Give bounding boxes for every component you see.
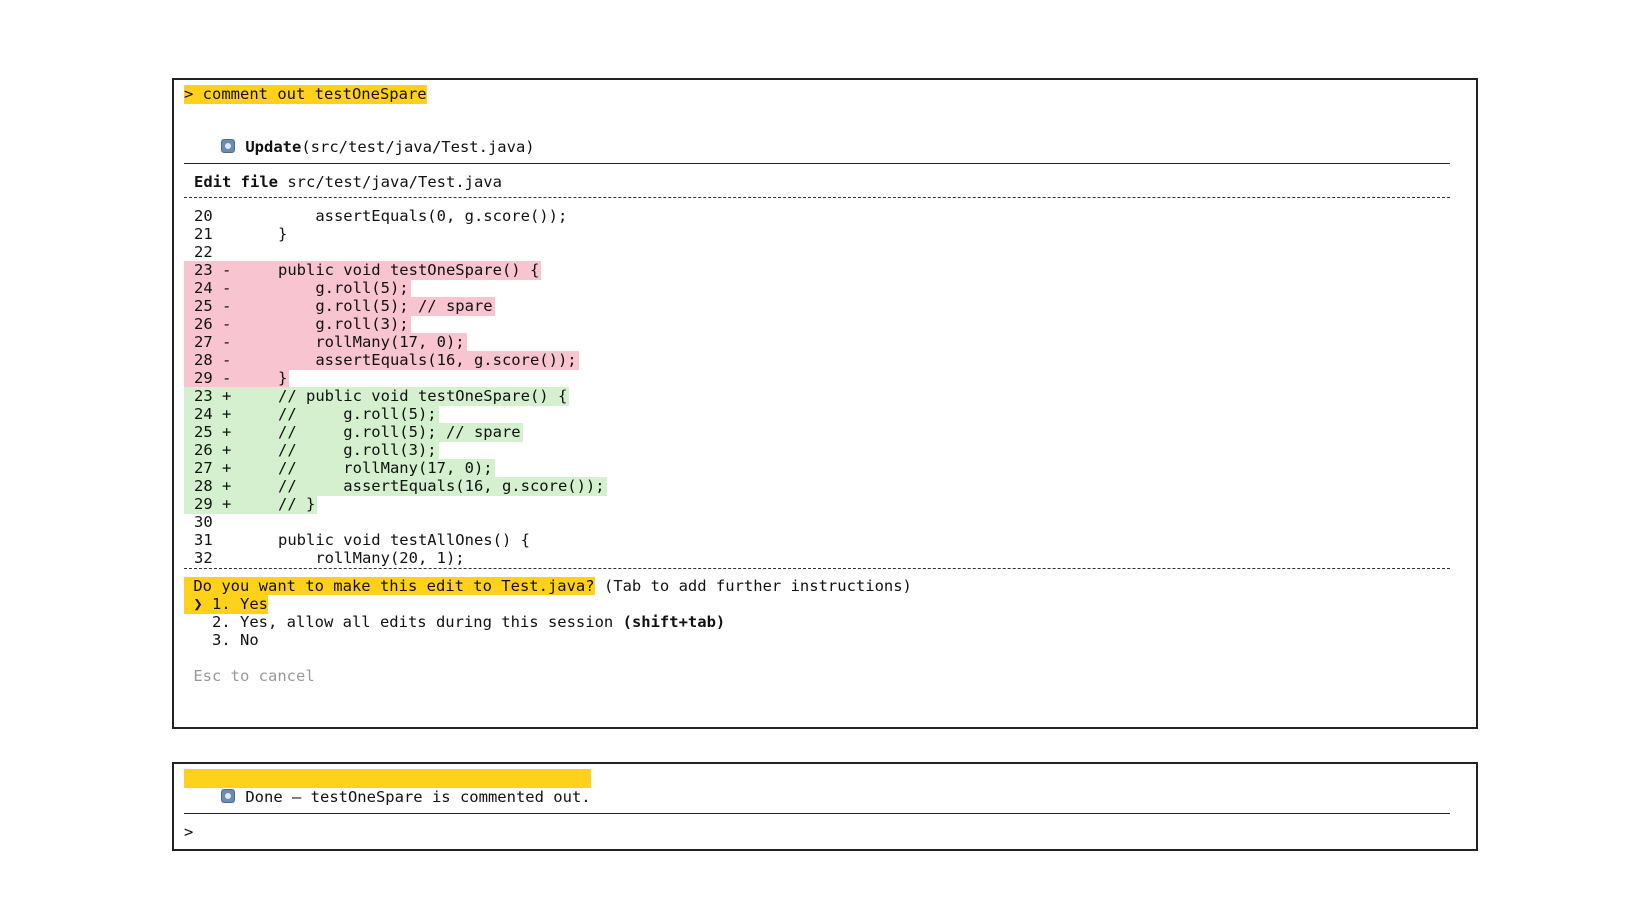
- diff-line-added: 24 + // g.roll(5);: [184, 405, 439, 424]
- option-no[interactable]: 3. No: [184, 631, 259, 649]
- status-square-icon: [221, 789, 236, 803]
- user-prompt: > comment out testOneSpare: [184, 85, 427, 104]
- cancel-hint: Esc to cancel: [184, 667, 315, 685]
- done-line: Done — testOneSpare is commented out.: [184, 769, 591, 806]
- diff-line-context: 20 assertEquals(0, g.score());: [194, 207, 568, 225]
- diff-bottom-divider: [184, 568, 1450, 569]
- tool-name: Update: [245, 138, 302, 156]
- diff-line-removed: 27 - rollMany(17, 0);: [184, 333, 467, 352]
- diff-line-removed: 29 - }: [184, 369, 290, 388]
- diff-line-added: 25 + // g.roll(5); // spare: [184, 423, 523, 442]
- result-panel: Done — testOneSpare is commented out. >: [172, 762, 1478, 851]
- question-text: Do you want to make this edit to Test.ja…: [184, 577, 595, 595]
- diff-line-context: 21 }: [194, 225, 288, 243]
- edit-file-label: Edit file: [194, 173, 278, 191]
- option-yes[interactable]: ❯ 1. Yes: [184, 595, 268, 614]
- input-prompt[interactable]: >: [184, 823, 194, 841]
- diff-top-divider: [184, 197, 1450, 198]
- question-hint: (Tab to add further instructions): [594, 577, 912, 595]
- option-yes-all-shortcut: (shift+tab): [622, 613, 726, 631]
- diff-line-added: 29 + // }: [184, 495, 318, 514]
- diff-line-added: 23 + // public void testOneSpare() {: [184, 387, 570, 406]
- divider: [184, 813, 1450, 814]
- edit-file-header: Edit file src/test/java/Test.java: [184, 173, 502, 192]
- diff-line-removed: 24 - g.roll(5);: [184, 279, 411, 298]
- edit-panel: > comment out testOneSpare Update(src/te…: [172, 78, 1478, 729]
- done-message: Done — testOneSpare is commented out.: [245, 788, 591, 806]
- diff-line-added: 28 + // assertEquals(16, g.score());: [184, 477, 607, 496]
- tool-call-line: Update(src/test/java/Test.java): [184, 119, 535, 156]
- option-yes-all-label: 2. Yes, allow all edits during this sess…: [184, 613, 623, 631]
- status-square-icon: [221, 139, 236, 153]
- diff-line-added: 26 + // g.roll(3);: [184, 441, 439, 460]
- tool-args: (src/test/java/Test.java): [301, 138, 535, 156]
- diff-line-context: 22: [194, 243, 241, 261]
- diff-line-context: 31 public void testAllOnes() {: [194, 531, 530, 549]
- diff-line-removed: 23 - public void testOneSpare() {: [184, 261, 542, 280]
- diff-line-removed: 28 - assertEquals(16, g.score());: [184, 351, 579, 370]
- diff-line-removed: 25 - g.roll(5); // spare: [184, 297, 495, 316]
- diff-line-added: 27 + // rollMany(17, 0);: [184, 459, 495, 478]
- option-yes-all[interactable]: 2. Yes, allow all edits during this sess…: [184, 613, 725, 632]
- divider: [184, 163, 1450, 164]
- diff-line-removed: 26 - g.roll(3);: [184, 315, 411, 334]
- diff-line-context: 30: [194, 513, 241, 531]
- edit-file-path: src/test/java/Test.java: [287, 173, 502, 191]
- diff-line-context: 32 rollMany(20, 1);: [194, 549, 465, 567]
- question-line: Do you want to make this edit to Test.ja…: [184, 577, 912, 596]
